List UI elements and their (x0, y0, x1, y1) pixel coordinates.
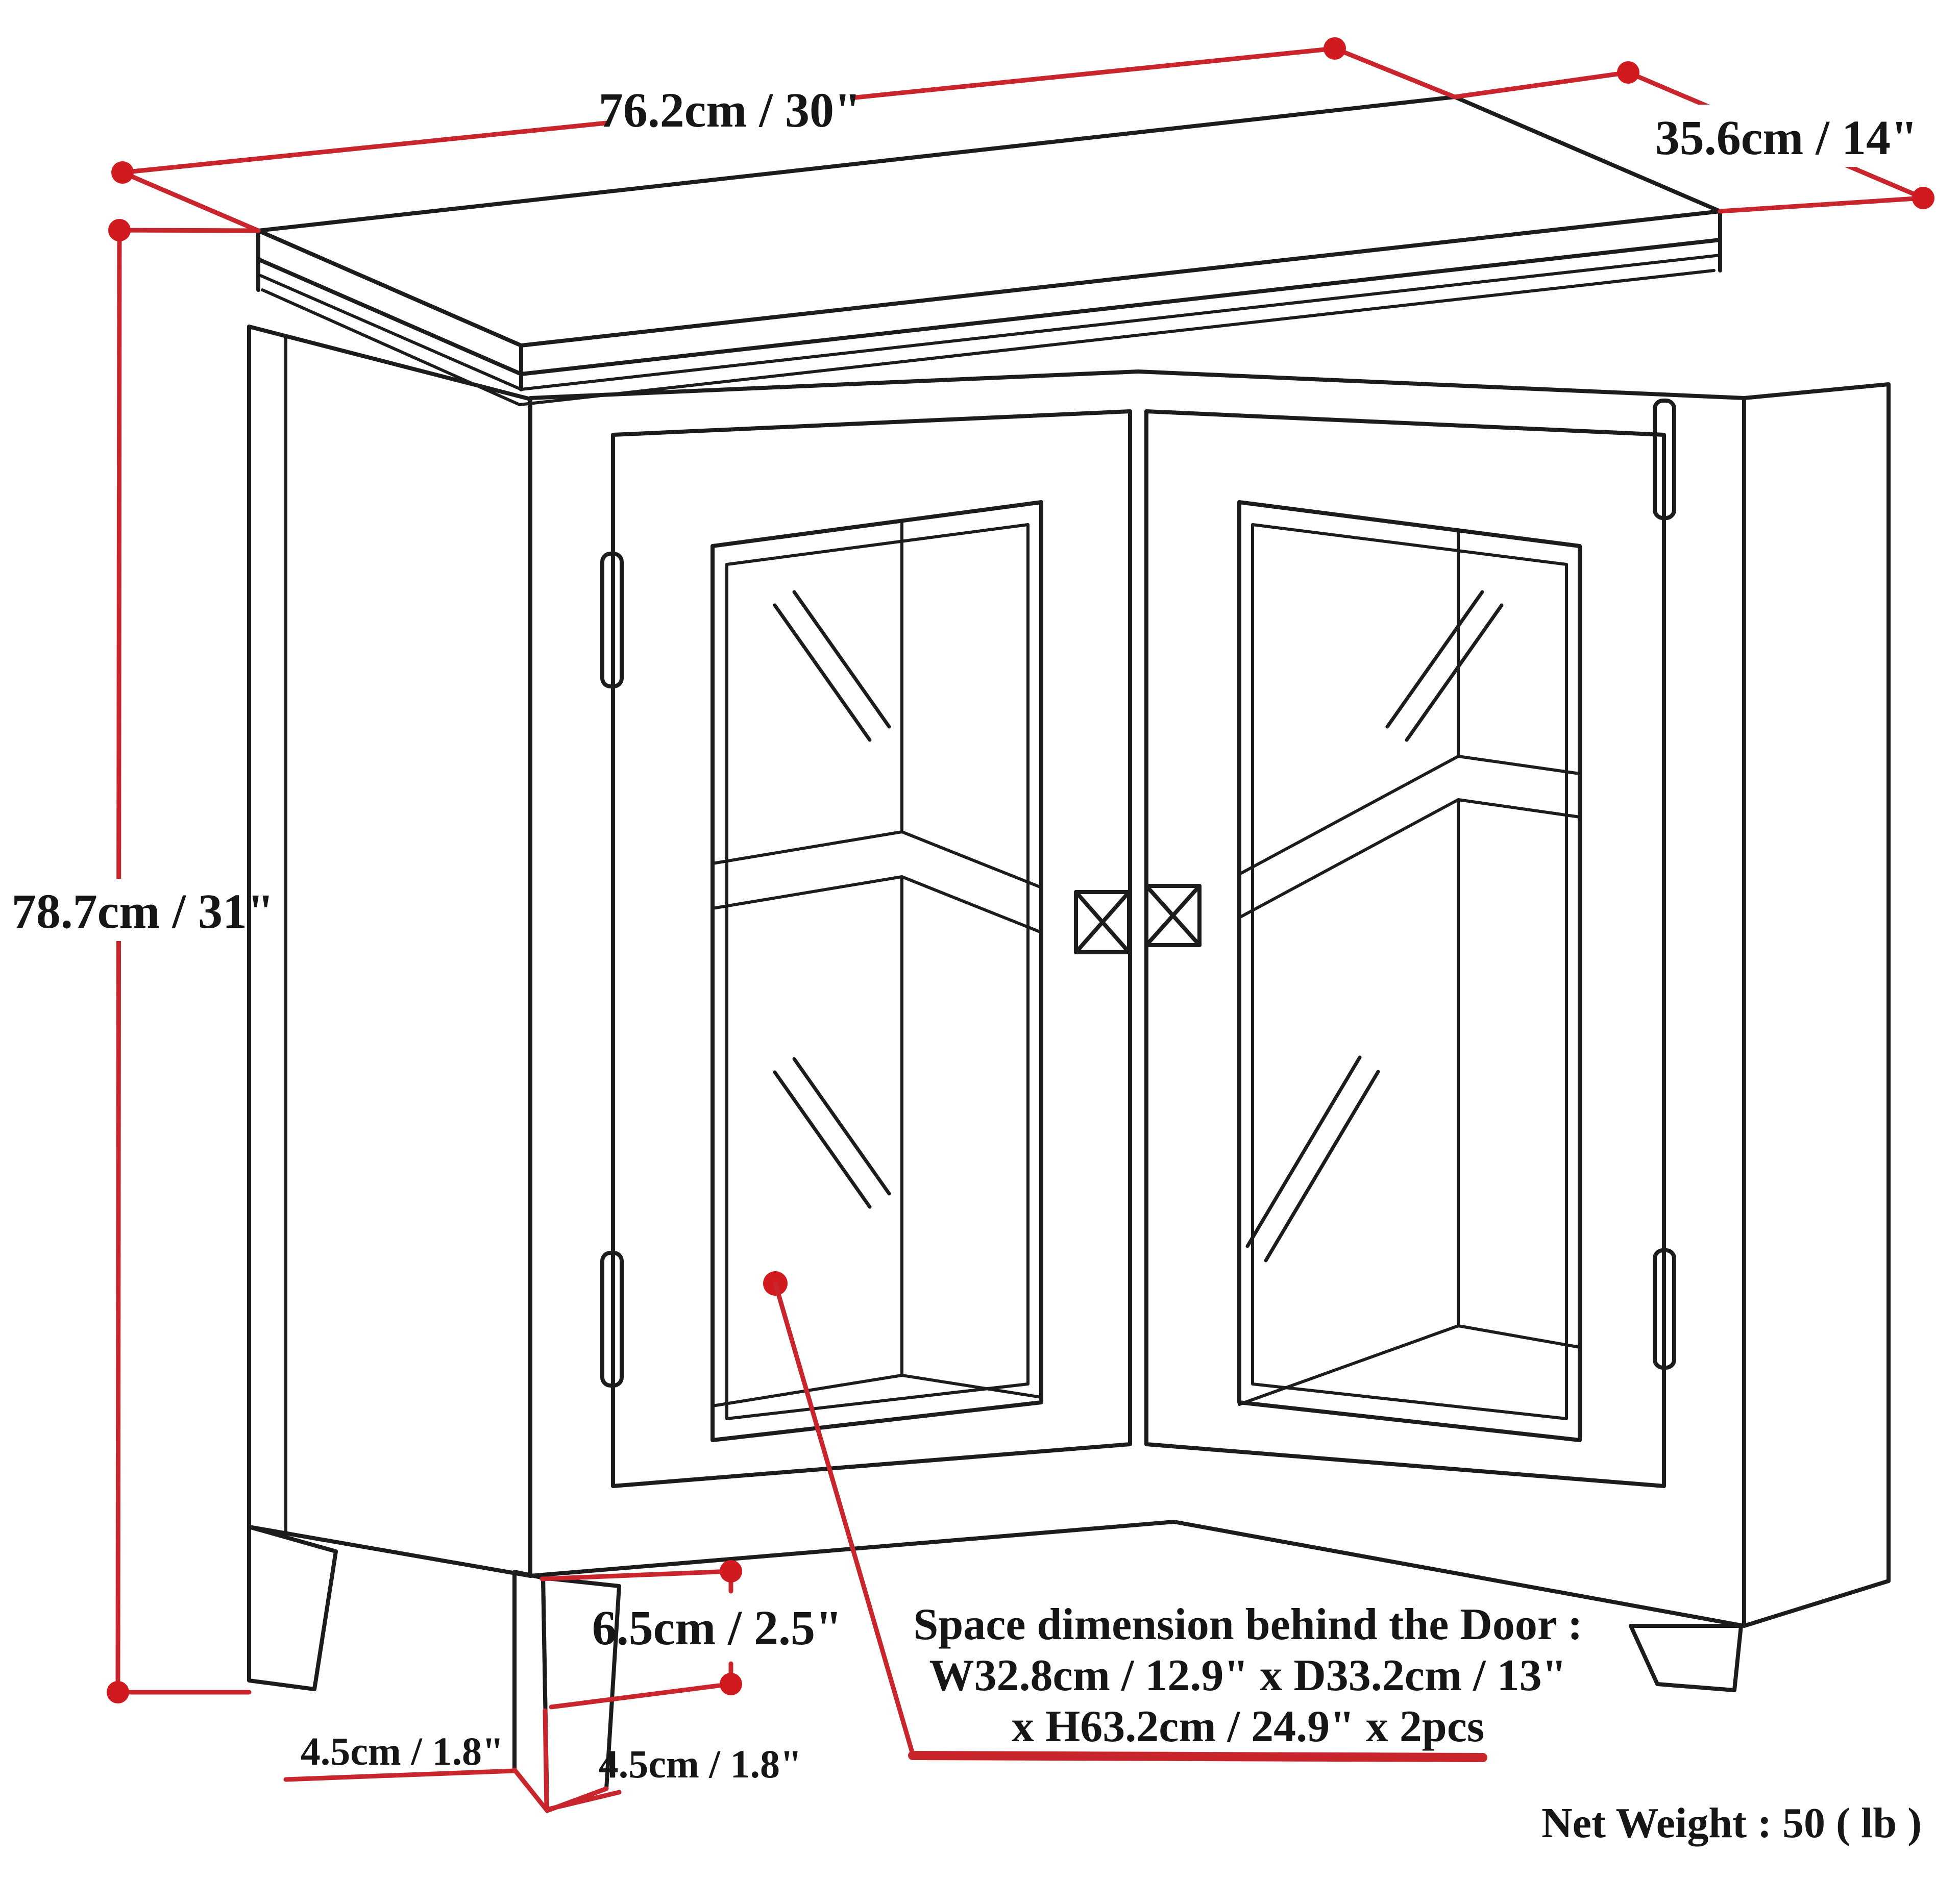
space-leader-diagonal (773, 1281, 915, 1757)
right-shelf-front-edge (1238, 798, 1581, 919)
left-door-hinge-upper-icon (600, 552, 624, 688)
left-knob-x (1074, 890, 1131, 954)
leg-height-line-lower (549, 1682, 733, 1710)
space-leader-underline (908, 1751, 1487, 1762)
depth-connector-front (1718, 195, 1926, 214)
height-connector-top (117, 228, 261, 233)
leg-height-dot-upper (720, 1560, 742, 1583)
reflection-upper-left (773, 590, 891, 742)
left-door-glass-opening (710, 500, 1043, 1442)
left-side-panel (247, 325, 532, 1578)
leg-front-label: 4.5cm / 1.8" (599, 1742, 802, 1786)
space-note-line2: W32.8cm / 12.9" x D33.2cm / 13" (929, 1651, 1567, 1700)
width-label: 76.2cm / 30" (599, 83, 862, 137)
width-connector-left (120, 170, 261, 233)
interior-left-compartments (711, 519, 1043, 1407)
dimension-depth: 35.6cm / 14" (1452, 61, 1934, 214)
interior-right-compartments (1238, 528, 1581, 1406)
front-right-leg (1629, 1624, 1743, 1692)
width-label-backdrop (607, 77, 852, 139)
leg-height-line-upper (540, 1569, 733, 1581)
reflection-lower-left (773, 1057, 891, 1209)
leg-base-outline (512, 1767, 609, 1813)
space-note-line3: x H63.2cm / 24.9" x 2pcs (1012, 1702, 1484, 1751)
hinges (600, 399, 1676, 1388)
depth-label: 35.6cm / 14" (1655, 110, 1918, 165)
reflection-lower-right (1245, 1055, 1380, 1263)
height-label-backdrop (48, 879, 238, 941)
left-door-glass-bead (725, 523, 1030, 1420)
glass-reflection-marks (773, 590, 1504, 1263)
height-dimension-line (115, 228, 122, 1695)
right-knob-square (1144, 884, 1202, 947)
height-endpoint-dot-bottom (107, 1681, 129, 1703)
width-connector-right (1332, 46, 1457, 100)
width-endpoint-dot-left (111, 161, 134, 184)
left-floor-edge (711, 1374, 1043, 1407)
left-shelf-front-edge (711, 875, 1043, 934)
right-shelf-back-edge (1238, 755, 1581, 876)
right-knob-icon (1144, 884, 1202, 947)
height-label: 78.7cm / 31" (12, 884, 275, 938)
height-endpoint-dot-top (108, 219, 131, 241)
width-endpoint-dot-right (1324, 37, 1346, 60)
leg-side-label: 4.5cm / 1.8" (301, 1729, 504, 1773)
slab-moulding-line-2 (261, 269, 1716, 406)
right-door-frame (1144, 409, 1666, 1488)
left-shelf-back-edge (711, 830, 1043, 889)
right-door-glass-bead (1251, 523, 1568, 1420)
depth-endpoint-dot-back (1617, 61, 1639, 84)
cabinet-drawing (247, 95, 1891, 1813)
back-left-leg (247, 1525, 338, 1691)
right-knob-x (1144, 884, 1202, 947)
depth-connector-back (1452, 70, 1631, 100)
interior-space-note: Space dimension behind the Door : W32.8c… (763, 1271, 1583, 1762)
dimension-width: 76.2cm / 30" (111, 37, 1457, 233)
leg-base-line-side (283, 1768, 517, 1782)
right-door-hinge-upper-icon (1653, 399, 1676, 520)
slab-thickness-edge (256, 238, 1722, 376)
left-door (611, 409, 1132, 1488)
leg-base-corner-edge (543, 1708, 549, 1812)
cabinet-body (247, 325, 1891, 1628)
left-knob-icon (1074, 890, 1131, 954)
depth-endpoint-dot-front (1912, 187, 1934, 209)
dimension-height: 78.7cm / 31" (12, 219, 275, 1703)
reflection-upper-right (1385, 590, 1504, 742)
left-door-hinge-lower-icon (600, 1251, 624, 1388)
net-weight-label: Net Weight : 50 ( lb ) (1541, 1799, 1922, 1847)
door-knobs (1074, 884, 1202, 954)
right-door (1144, 409, 1666, 1488)
left-side-top-edge (247, 325, 532, 401)
dimension-leg-height: 6.5cm / 2.5" (540, 1560, 843, 1710)
right-door-hinge-lower-icon (1653, 1248, 1676, 1370)
right-door-glass-opening (1237, 500, 1582, 1442)
left-knob-square (1074, 890, 1131, 954)
depth-label-backdrop (1656, 105, 1922, 167)
space-note-line1: Space dimension behind the Door : (913, 1600, 1582, 1649)
slab-moulding-line-1 (257, 254, 1722, 391)
leg-height-label: 6.5cm / 2.5" (592, 1600, 843, 1655)
dimension-leg-base: 4.5cm / 1.8" 4.5cm / 1.8" (283, 1708, 802, 1813)
dimension-annotations: 76.2cm / 30" 35.6cm / 14" 78.7cm / 31" (12, 37, 1934, 1847)
leg-height-dot-lower (720, 1673, 742, 1695)
right-floor-edge (1238, 1324, 1581, 1406)
cabinet-top-slab (256, 95, 1722, 406)
body-right-side (1742, 382, 1891, 1628)
left-door-frame (611, 409, 1132, 1488)
